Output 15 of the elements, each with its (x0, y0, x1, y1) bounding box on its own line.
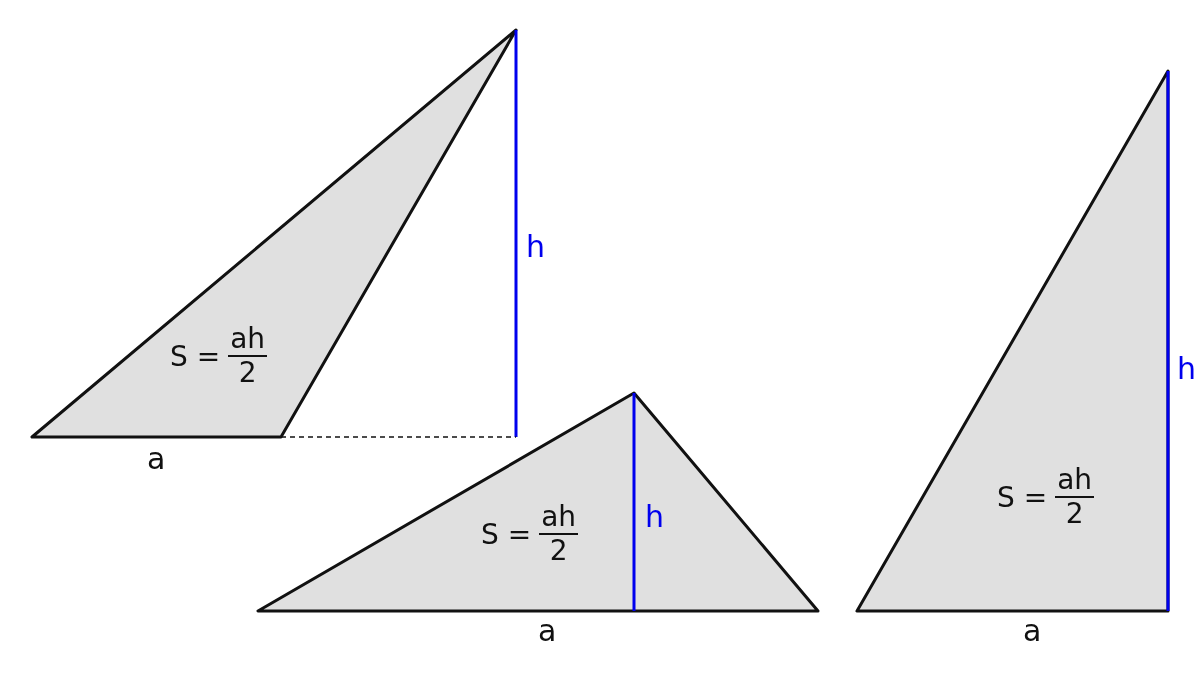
denominator: 2 (1065, 498, 1084, 530)
numerator: ah (539, 501, 579, 535)
denominator: 2 (238, 357, 257, 389)
denominator: 2 (549, 535, 568, 567)
base-label: a (147, 442, 166, 476)
numerator: ah (1055, 464, 1095, 498)
numerator: ah (228, 323, 268, 357)
base-label: a (1023, 614, 1042, 648)
formula-text: S = (170, 339, 221, 373)
formula-text: S = (481, 517, 532, 551)
formula-text: S = (997, 480, 1048, 514)
base-label: a (538, 614, 557, 648)
height-label: h (1177, 352, 1196, 386)
height-label: h (526, 230, 545, 264)
height-label: h (645, 500, 664, 534)
